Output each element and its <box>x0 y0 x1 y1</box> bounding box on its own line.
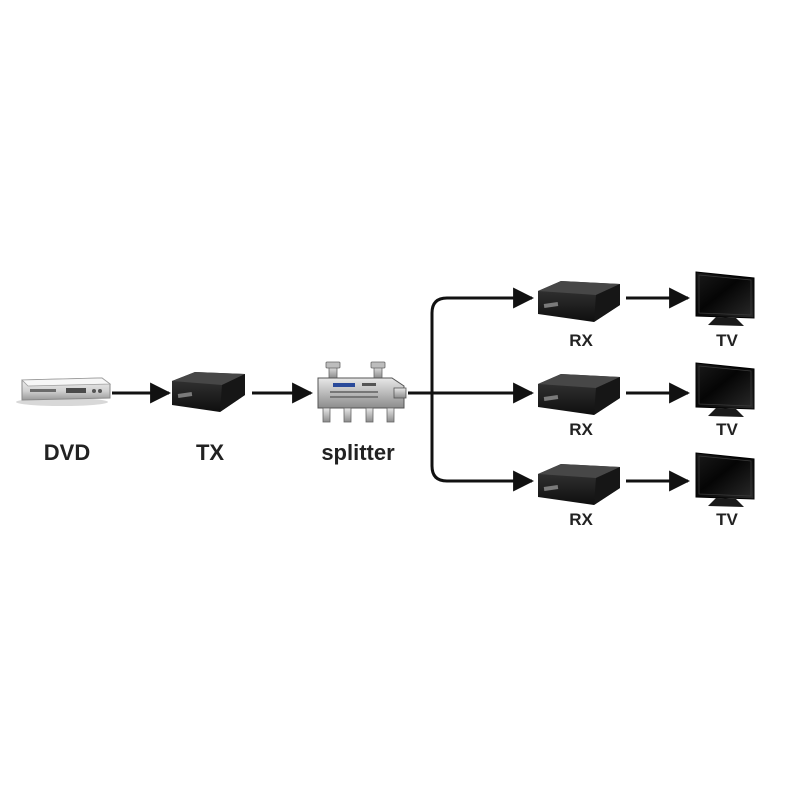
tv-label-1: TV <box>716 331 738 350</box>
tv-icon <box>695 362 755 417</box>
splitter-icon <box>317 361 407 423</box>
arrow-splitter-to-rx1 <box>412 287 535 395</box>
receiver-box-icon <box>538 374 620 415</box>
tv-label-2: TV <box>716 420 738 439</box>
transmitter-box-icon <box>172 372 245 412</box>
rx-label-2: RX <box>569 420 593 439</box>
tx-label: TX <box>195 440 225 465</box>
tv-label-3: TV <box>716 510 738 529</box>
connector-lines <box>112 287 691 492</box>
tv-icon <box>695 452 755 507</box>
dvd-player-icon <box>16 377 112 406</box>
dvd-label: DVD <box>43 440 91 465</box>
rx-label-3: RX <box>569 510 593 529</box>
arrow-splitter-to-rx3 <box>430 393 535 492</box>
receiver-box-icon <box>538 464 620 505</box>
rx-label-1: RX <box>569 331 593 350</box>
receiver-box-icon <box>538 281 620 322</box>
splitter-label: splitter <box>321 440 395 465</box>
tv-icon <box>695 271 755 326</box>
